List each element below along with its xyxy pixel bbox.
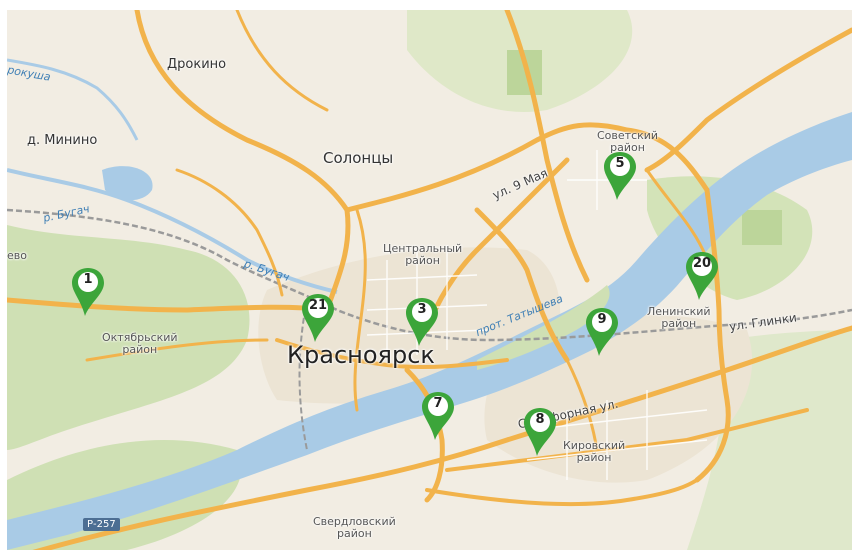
map-pin-icon bbox=[72, 268, 104, 316]
railway-branch bbox=[298, 299, 308, 451]
map-marker-20[interactable]: 20 bbox=[683, 250, 721, 302]
place-label-drokino: Дрокино bbox=[167, 57, 227, 72]
map-pin-icon bbox=[686, 252, 718, 300]
district-label-sverdlovsky: Свердловский район bbox=[313, 515, 396, 541]
map-marker-1[interactable]: 1 bbox=[69, 266, 107, 318]
green-patch-east bbox=[742, 210, 782, 245]
map-marker-3[interactable]: 3 bbox=[403, 296, 441, 348]
road-badge-r257: Р-257 bbox=[83, 518, 120, 531]
place-label-minino: д. Минино bbox=[27, 133, 98, 148]
map-marker-label: 9 bbox=[597, 312, 607, 327]
map-pin-icon bbox=[586, 308, 618, 356]
place-label-krasnoyarsk: Красноярск bbox=[287, 341, 435, 369]
place-label-edge-left: ево bbox=[7, 249, 27, 262]
map-pin-icon bbox=[604, 152, 636, 200]
map-marker-5[interactable]: 5 bbox=[601, 150, 639, 202]
map-marker-label: 7 bbox=[433, 396, 443, 411]
road-network bbox=[7, 10, 852, 550]
place-label-solontsy: Солонцы bbox=[323, 149, 394, 167]
map-canvas[interactable]: Дрокино д. Минино Солонцы Красноярск Сов… bbox=[7, 10, 852, 550]
yenisei-river bbox=[7, 112, 852, 550]
river-north bbox=[7, 58, 139, 141]
map-marker-label: 8 bbox=[535, 412, 545, 427]
district-label-sovetsky: Советский район bbox=[597, 129, 659, 155]
map-marker-7[interactable]: 7 bbox=[419, 390, 457, 442]
map-marker-label: 20 bbox=[692, 256, 712, 271]
map-marker-label: 1 bbox=[83, 272, 93, 287]
map-base-layer bbox=[7, 10, 852, 550]
district-label-leninsky: Ленинский район bbox=[647, 305, 711, 331]
map-marker-label: 5 bbox=[615, 156, 625, 171]
map-marker-label: 3 bbox=[417, 302, 427, 317]
map-pin-icon bbox=[406, 298, 438, 346]
district-label-oktyabrsky: Октябрьский район bbox=[102, 331, 178, 357]
district-label-central: Центральный район bbox=[383, 242, 463, 268]
map-marker-21[interactable]: 21 bbox=[299, 292, 337, 344]
river-bugach bbox=[7, 168, 338, 294]
map-marker-9[interactable]: 9 bbox=[583, 306, 621, 358]
forest-area-west bbox=[7, 225, 250, 450]
map-marker-8[interactable]: 8 bbox=[521, 406, 559, 458]
map-pin-icon bbox=[302, 294, 334, 342]
map-pin-icon bbox=[524, 408, 556, 456]
map-marker-label: 21 bbox=[308, 298, 328, 313]
map-pin-icon bbox=[422, 392, 454, 440]
district-label-kirovsky: Кировский район bbox=[563, 439, 626, 465]
tatyshev-island bbox=[477, 285, 610, 370]
lake-west bbox=[102, 166, 153, 201]
